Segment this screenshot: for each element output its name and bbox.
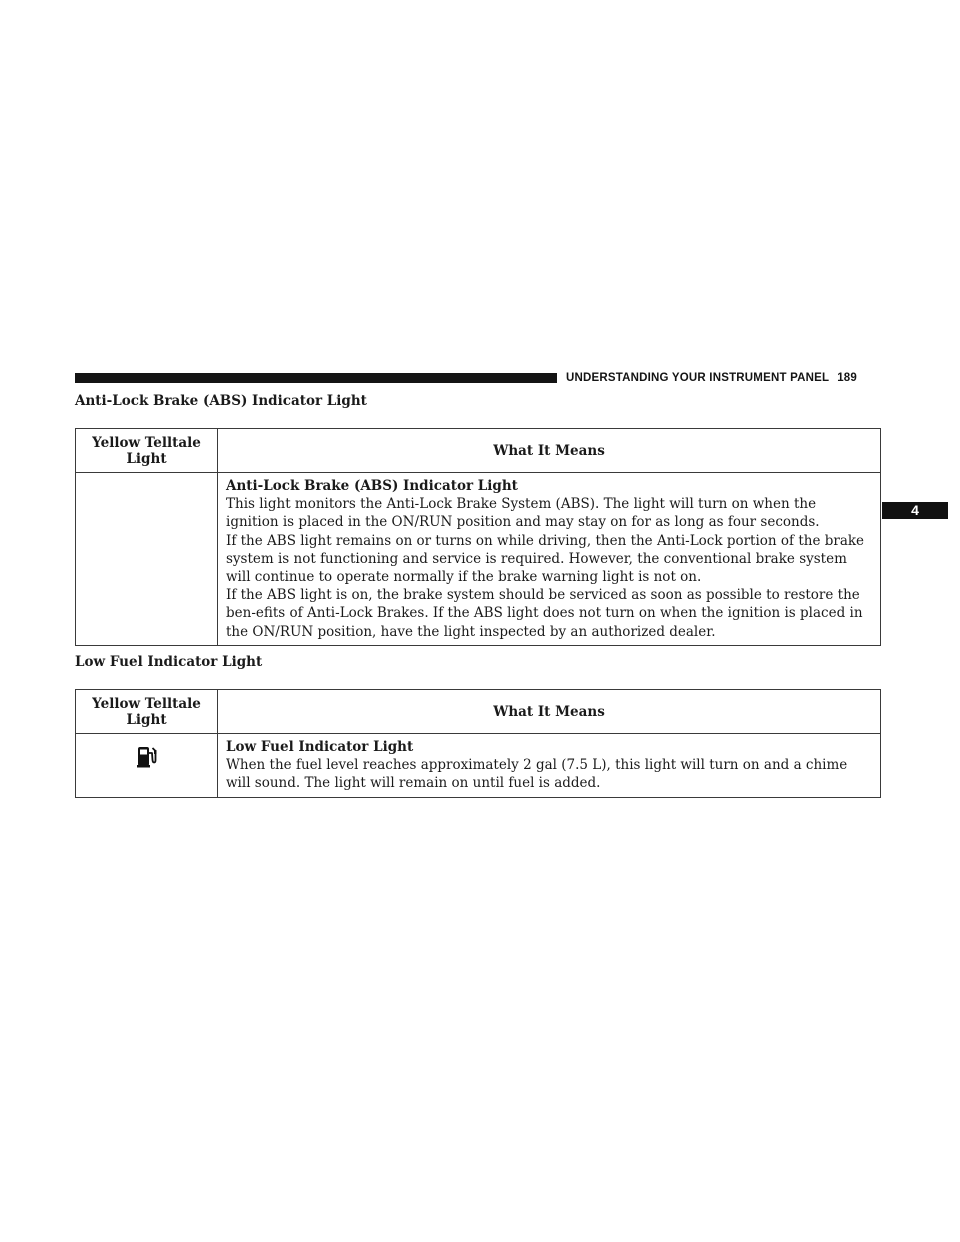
- abs-paragraph-2: If the ABS light remains on or turns on …: [226, 532, 865, 586]
- running-head: UNDERSTANDING YOUR INSTRUMENT PANEL 189: [566, 370, 857, 386]
- abs-section-title: Anti-Lock Brake (ABS) Indicator Light: [75, 393, 367, 409]
- abs-table-header-row: Yellow Telltale Light What It Means: [75, 428, 881, 473]
- abs-telltale-table: Yellow Telltale Light What It Means Anti…: [75, 428, 881, 646]
- abs-col-telltale-header: Yellow Telltale Light: [75, 428, 218, 473]
- abs-meaning-cell: Anti-Lock Brake (ABS) Indicator Light Th…: [217, 472, 881, 646]
- header-rule-bar: [75, 373, 557, 383]
- running-head-title: UNDERSTANDING YOUR INSTRUMENT PANEL: [566, 372, 830, 384]
- abs-col-telltale-line2: Light: [126, 450, 167, 467]
- fuel-col-telltale-line1: Yellow Telltale: [92, 695, 201, 712]
- abs-row-title: Anti-Lock Brake (ABS) Indicator Light: [226, 478, 518, 494]
- abs-col-telltale-line1: Yellow Telltale: [92, 434, 201, 451]
- fuel-col-telltale-line2: Light: [126, 711, 167, 728]
- page-number: 189: [837, 372, 857, 384]
- fuel-table-row: Low Fuel Indicator Light When the fuel l…: [75, 733, 881, 798]
- fuel-pump-icon: [136, 744, 157, 772]
- fuel-paragraph-1: When the fuel level reaches approximatel…: [226, 757, 848, 792]
- fuel-section-title: Low Fuel Indicator Light: [75, 654, 263, 670]
- abs-table-row: Anti-Lock Brake (ABS) Indicator Light Th…: [75, 472, 881, 646]
- abs-telltale-icon-cell: [75, 472, 218, 646]
- fuel-telltale-icon-cell: [75, 733, 218, 798]
- fuel-meaning-cell: Low Fuel Indicator Light When the fuel l…: [217, 733, 881, 798]
- chapter-tab: 4: [882, 502, 948, 519]
- fuel-telltale-table: Yellow Telltale Light What It Means Low …: [75, 689, 881, 798]
- fuel-table-header-row: Yellow Telltale Light What It Means: [75, 689, 881, 734]
- abs-paragraph-3: If the ABS light is on, the brake system…: [226, 587, 863, 640]
- fuel-col-meaning-header: What It Means: [217, 689, 881, 734]
- abs-paragraph-1: This light monitors the Anti-Lock Brake …: [226, 496, 820, 531]
- fuel-row-title: Low Fuel Indicator Light: [226, 739, 414, 755]
- fuel-col-telltale-header: Yellow Telltale Light: [75, 689, 218, 734]
- abs-col-meaning-header: What It Means: [217, 428, 881, 473]
